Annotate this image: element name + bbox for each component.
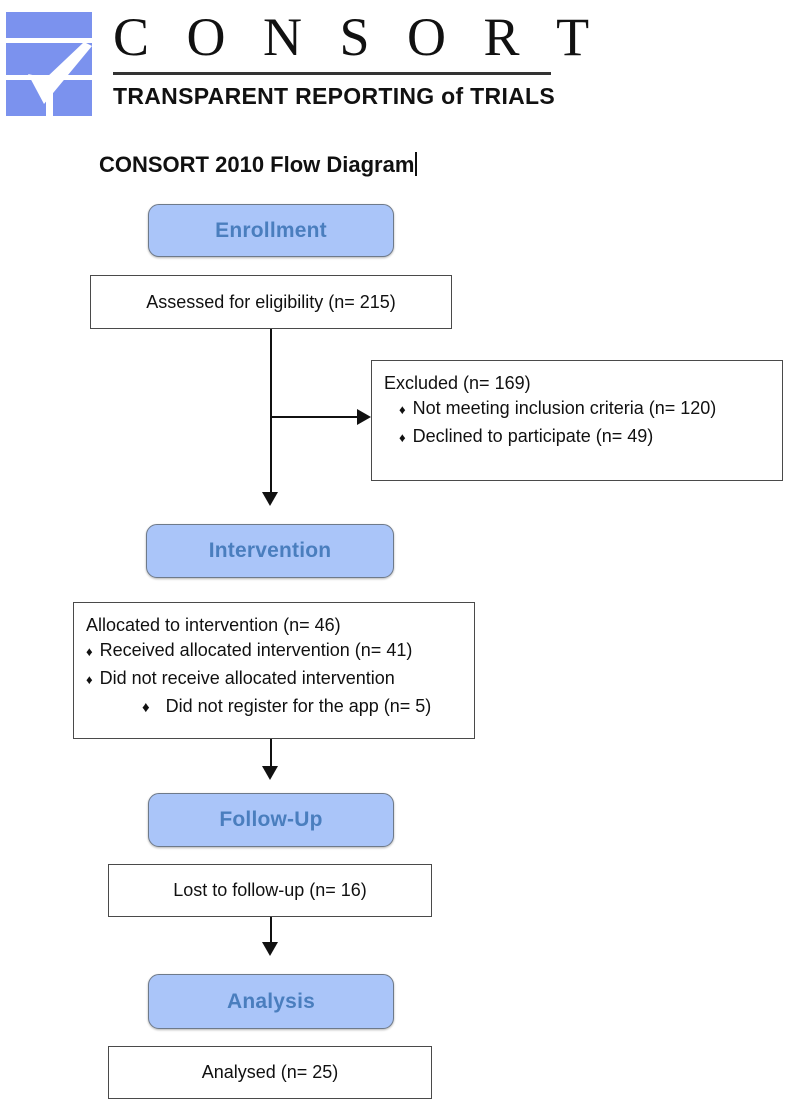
stage-banner-intervention: Intervention: [146, 524, 394, 578]
list-item-label: Did not register for the app (n= 5): [165, 696, 432, 716]
list-item-nested: ♦ Did not register for the app (n= 5): [86, 696, 466, 720]
node-analysed-text: Analysed (n= 25): [201, 1062, 339, 1083]
node-assessed-text: Assessed for eligibility (n= 215): [146, 291, 396, 312]
stage-label-intervention: Intervention: [208, 539, 332, 562]
diagram-title-text: CONSORT 2010 Flow Diagram: [99, 152, 415, 177]
excluded-list: Excluded (n= 169) ♦ Not meeting inclusio…: [384, 373, 774, 450]
list-item-label: Not meeting inclusion criteria (n= 120): [412, 398, 717, 418]
arrowhead-allocated-to-followup: [262, 766, 278, 780]
stage-label-enrollment: Enrollment: [215, 218, 327, 242]
node-analysed: Analysed (n= 25): [108, 1046, 432, 1099]
node-lost-text: Lost to follow-up (n= 16): [173, 880, 367, 901]
excluded-heading: Excluded (n= 169): [384, 373, 531, 393]
stage-banner-followup: Follow-Up: [148, 793, 394, 847]
diamond-bullet-icon: ♦: [86, 672, 93, 687]
wordmark-divider: [113, 72, 551, 75]
stage-label-analysis: Analysis: [227, 989, 315, 1013]
consort-logo-header: C O N S O R T TRANSPARENT REPORTING of T…: [0, 0, 600, 128]
arrowhead-lost-to-analysis: [262, 942, 278, 956]
list-item-label: Declined to participate (n= 49): [412, 426, 654, 446]
arrowhead-assessed-to-intervention: [262, 492, 278, 506]
connector-to-excluded: [270, 416, 360, 419]
node-assessed-for-eligibility: Assessed for eligibility (n= 215): [90, 275, 452, 329]
list-item-label: Received allocated intervention (n= 41): [99, 640, 413, 660]
diamond-bullet-icon: ♦: [86, 644, 93, 659]
consort-logo-icon: [6, 12, 92, 116]
connector-assessed-to-intervention: [270, 329, 273, 499]
diamond-bullet-icon: ♦: [399, 430, 406, 445]
allocated-list: Allocated to intervention (n= 46) ♦ Rece…: [86, 615, 466, 720]
stage-label-followup: Follow-Up: [219, 808, 323, 831]
connector-lost-to-analysis: [270, 917, 273, 950]
list-item: ♦ Received allocated intervention (n= 41…: [86, 640, 466, 664]
arrowhead-to-excluded: [357, 409, 371, 425]
node-lost-to-followup: Lost to follow-up (n= 16): [108, 864, 432, 917]
consort-wordmark: C O N S O R T TRANSPARENT REPORTING of T…: [113, 4, 602, 110]
list-item: ♦ Not meeting inclusion criteria (n= 120…: [384, 398, 774, 422]
text-cursor-caret: [415, 152, 418, 176]
stage-banner-enrollment: Enrollment: [148, 204, 394, 257]
connector-allocated-to-followup: [270, 739, 273, 774]
diagram-title: CONSORT 2010 Flow Diagram: [99, 152, 418, 178]
diamond-bullet-icon: ♦: [142, 699, 150, 716]
consort-tagline: TRANSPARENT REPORTING of TRIALS: [113, 83, 556, 109]
node-excluded: Excluded (n= 169) ♦ Not meeting inclusio…: [371, 360, 783, 481]
list-item: ♦ Declined to participate (n= 49): [384, 426, 774, 450]
list-item: ♦ Did not receive allocated intervention: [86, 668, 466, 692]
stage-banner-analysis: Analysis: [148, 974, 394, 1029]
node-allocated-to-intervention: Allocated to intervention (n= 46) ♦ Rece…: [73, 602, 475, 739]
list-item-label: Did not receive allocated intervention: [99, 668, 395, 688]
consort-word-text: C O N S O R T: [113, 7, 602, 67]
allocated-heading: Allocated to intervention (n= 46): [86, 615, 341, 635]
diamond-bullet-icon: ♦: [399, 402, 406, 417]
